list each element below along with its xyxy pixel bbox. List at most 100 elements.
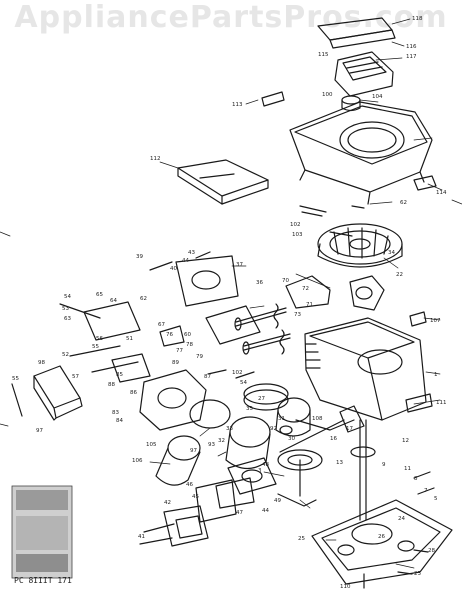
label-32: 32	[218, 438, 225, 444]
label-76: 76	[166, 332, 173, 338]
label-11: 11	[404, 466, 411, 472]
label-47: 47	[236, 510, 243, 516]
label-12: 12	[402, 438, 409, 444]
label-8: 8	[414, 476, 418, 482]
label-103: 103	[292, 232, 303, 238]
label-35: 35	[246, 406, 253, 412]
label-1: 1	[434, 372, 438, 378]
label-84: 84	[116, 418, 123, 424]
label-97b: 97	[190, 448, 197, 454]
label-93: 93	[208, 442, 215, 448]
label-26: 26	[378, 534, 385, 540]
label-45: 45	[192, 494, 199, 500]
label-104: 104	[372, 94, 383, 100]
label-88: 88	[108, 382, 115, 388]
label-36: 36	[256, 280, 263, 286]
label-28: 28	[428, 548, 435, 554]
label-22: 22	[396, 272, 403, 278]
label-78: 78	[186, 342, 193, 348]
label-9: 9	[382, 462, 386, 468]
label-54b: 54	[240, 380, 247, 386]
label-71: 71	[306, 302, 313, 308]
label-49: 49	[274, 498, 281, 504]
label-56: 56	[96, 336, 103, 342]
label-116: 116	[406, 44, 417, 50]
label-37: 37	[236, 262, 243, 268]
label-102b: 102	[232, 370, 243, 376]
label-98: 98	[38, 360, 45, 366]
label-53: 53	[62, 306, 69, 312]
label-57: 57	[72, 374, 79, 380]
top-bracket	[317, 17, 396, 49]
label-105: 105	[146, 442, 157, 448]
label-113: 113	[232, 102, 243, 108]
label-73: 73	[294, 312, 301, 318]
label-72: 72	[302, 286, 309, 292]
connecting-rod	[279, 419, 355, 453]
crankcase-base	[311, 499, 453, 585]
margin-ticks	[0, 199, 462, 427]
label-110: 110	[340, 584, 351, 590]
flywheel	[317, 223, 403, 268]
part-number-labels: 118 116 117 115 113 100 104 112 114 102 …	[12, 16, 447, 590]
air-cleaner-cover	[334, 51, 394, 97]
label-25: 25	[298, 536, 305, 542]
label-118: 118	[412, 16, 423, 22]
label-54: 54	[64, 294, 71, 300]
label-7: 7	[424, 488, 428, 494]
label-44b: 44	[262, 508, 269, 514]
label-117: 117	[406, 54, 417, 60]
label-60: 60	[184, 332, 191, 338]
label-102: 102	[290, 222, 301, 228]
muffler-plate	[139, 457, 317, 547]
label-31: 31	[278, 416, 285, 422]
label-65: 65	[96, 292, 103, 298]
label-111: 111	[436, 400, 447, 406]
label-16: 16	[330, 436, 337, 442]
label-5: 5	[434, 496, 438, 502]
bracket-left	[11, 365, 83, 421]
label-77: 77	[176, 348, 183, 354]
blower-housing	[289, 101, 433, 205]
label-79: 79	[196, 354, 203, 360]
label-87: 87	[204, 374, 211, 380]
label-17: 17	[346, 426, 353, 432]
label-89: 89	[172, 360, 179, 366]
label-108: 108	[312, 416, 323, 422]
label-40: 40	[170, 266, 177, 272]
decal-label	[11, 485, 73, 579]
carburetor	[111, 255, 261, 431]
small-fasteners	[195, 205, 435, 589]
label-48: 48	[262, 462, 269, 468]
label-33: 33	[226, 426, 233, 432]
leader-lines	[149, 18, 443, 569]
label-67: 67	[158, 322, 165, 328]
label-52: 52	[62, 352, 69, 358]
manual-booklet	[177, 159, 269, 205]
label-46: 46	[186, 482, 193, 488]
label-27: 27	[258, 396, 265, 402]
label-62b: 62	[140, 296, 147, 302]
label-92: 92	[270, 426, 277, 432]
valve-train	[234, 303, 291, 355]
footer-label: PC 8IIIT 171	[14, 576, 72, 585]
label-83: 83	[112, 410, 119, 416]
label-112: 112	[150, 156, 161, 162]
label-51: 51	[126, 336, 133, 342]
label-55: 55	[92, 344, 99, 350]
label-55b: 55	[12, 376, 19, 382]
label-106: 106	[132, 458, 143, 464]
label-43: 43	[188, 250, 195, 256]
pin-102	[299, 205, 327, 217]
label-97: 97	[36, 428, 43, 434]
filter-element	[155, 435, 201, 486]
label-107: 107	[430, 318, 441, 324]
label-85: 85	[116, 372, 123, 378]
label-39: 39	[136, 254, 143, 260]
label-100: 100	[322, 92, 333, 98]
gasket-113	[261, 91, 285, 107]
label-114: 114	[436, 190, 447, 196]
label-23: 23	[414, 571, 421, 577]
label-24: 24	[398, 516, 405, 522]
